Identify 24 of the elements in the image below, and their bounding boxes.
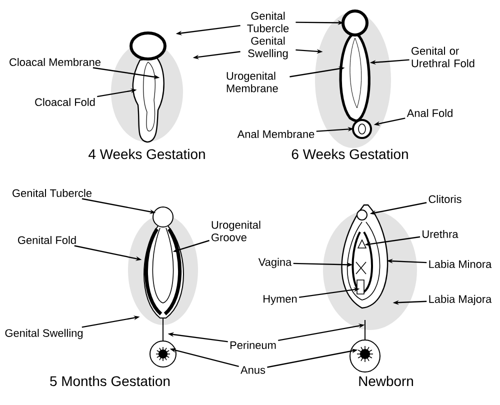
part-label: Urogenital Groove xyxy=(212,220,260,242)
part-label: Genital Fold xyxy=(18,236,76,244)
part-label: Cloacal Membrane xyxy=(10,58,100,66)
part-label: Perineum xyxy=(230,340,276,350)
part-label: Hymen xyxy=(264,295,297,305)
newborn-drawing xyxy=(323,204,417,372)
part-label: Urethra xyxy=(422,230,458,238)
part-label: Labia Majora xyxy=(429,294,492,306)
part-label: Genital Tubercle xyxy=(12,188,92,198)
part-label: Urogenital Membrane xyxy=(226,72,278,92)
part-label: Anal Membrane xyxy=(237,130,314,138)
part-label: Genital Swelling xyxy=(5,328,83,340)
part-label: Genital Tubercle xyxy=(247,12,289,32)
part-label: Genital or Urethral Fold xyxy=(412,46,474,68)
part-label: Anal Fold xyxy=(406,108,452,118)
part-label: Anus xyxy=(240,366,266,374)
embryo-drawing xyxy=(315,10,391,148)
embryo-drawing xyxy=(111,32,183,143)
part-label: Vagina xyxy=(258,258,292,268)
part-label: Genital Swelling xyxy=(248,36,288,60)
part-label: Cloacal Fold xyxy=(35,98,95,106)
part-label: Labia Minora xyxy=(429,260,492,268)
fetus-drawing xyxy=(128,206,198,368)
part-label: Clitoris xyxy=(428,194,462,204)
